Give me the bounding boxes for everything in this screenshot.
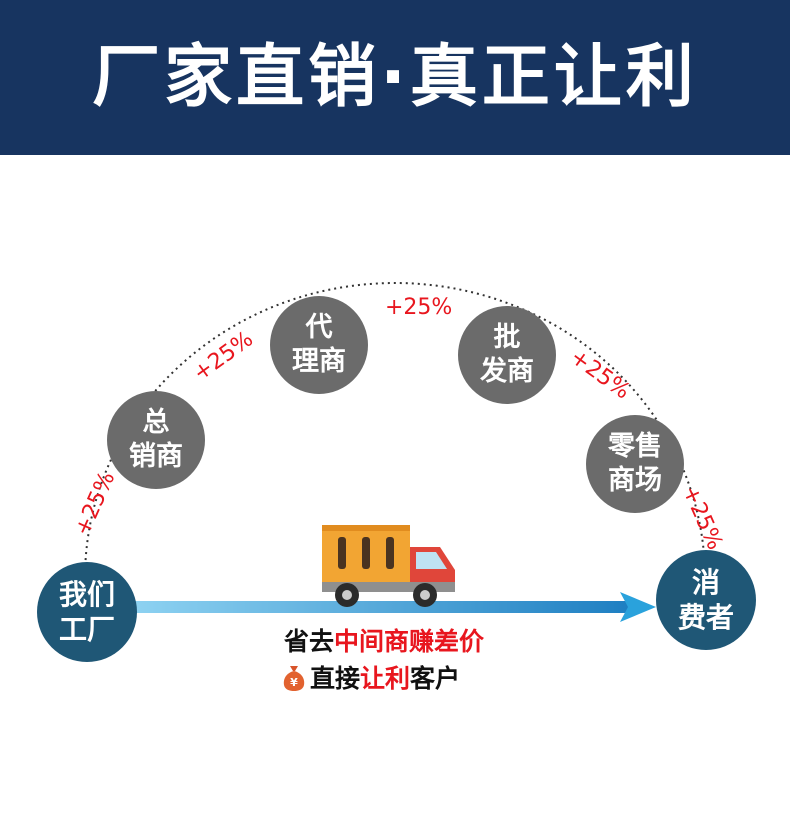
agent-label-line2: 理商	[292, 346, 346, 377]
caption-line1-prefix: 省去	[284, 627, 335, 656]
wholesaler-label-line2: 发商	[480, 356, 534, 387]
caption-line2-suffix: 客户	[410, 664, 461, 693]
caption-line1-highlight: 中间商赚差价	[334, 627, 485, 656]
caption-line1: 省去中间商赚差价	[284, 629, 484, 654]
consumer-label-line1: 消	[691, 566, 720, 599]
caption-line2-prefix: 直接	[310, 664, 361, 693]
caption-line2-highlight: 让利	[360, 664, 411, 693]
agent-node: 代 理商	[270, 296, 368, 394]
caption-line2: 直接让利客户	[310, 666, 460, 691]
page-title: 厂家直销·真正让利	[92, 37, 698, 117]
consumer-label-line2: 费者	[677, 601, 734, 634]
agent-label-line1: 代	[305, 312, 333, 344]
right-arrow-icon	[128, 592, 656, 622]
delivery-truck-icon	[322, 525, 455, 607]
factory-node: 我们 工厂	[37, 562, 137, 662]
distributor-label-line2: 销商	[129, 441, 183, 472]
retail-mall-label-line1: 零售	[608, 431, 662, 463]
retail-mall-label-line2: 商场	[608, 465, 662, 496]
header-banner	[0, 0, 790, 155]
distributor-node: 总 销商	[107, 391, 205, 489]
svg-text:¥: ¥	[290, 676, 298, 689]
wholesaler-node: 批 发商	[458, 306, 556, 404]
distributor-label-line1: 总	[142, 407, 170, 439]
retail-mall-node: 零售 商场	[586, 415, 684, 513]
money-bag-icon: ¥	[283, 666, 305, 691]
markup-label-agent-to-wholesaler: +25%	[385, 295, 453, 320]
wholesaler-label-line1: 批	[493, 322, 521, 354]
factory-label-line1: 我们	[58, 578, 115, 611]
factory-label-line2: 工厂	[58, 613, 115, 646]
consumer-node: 消 费者	[656, 550, 756, 650]
